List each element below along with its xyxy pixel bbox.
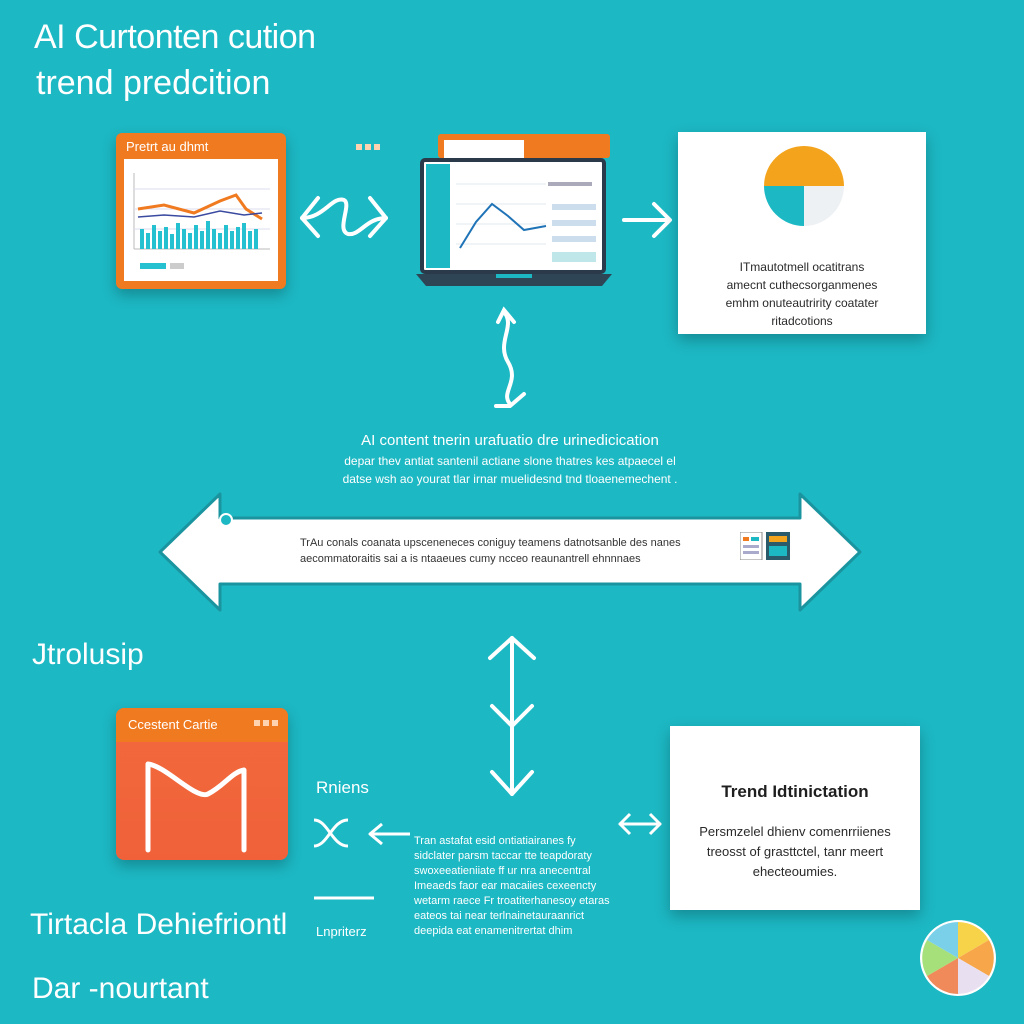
middle-description: AI content tnerin urafuatio dre urinedic… xyxy=(342,432,678,486)
window-controls-icon xyxy=(356,144,380,150)
bottom-label: Dar -nourtant xyxy=(32,972,209,1005)
page-subtitle: trend predcition xyxy=(36,64,271,102)
trend-card-title: Trend Idtinictation xyxy=(721,782,869,801)
document-thumbnails-icon xyxy=(740,532,790,560)
insight-card[interactable]: ITmautotmell ocatitrans amecnt cuthecsor… xyxy=(678,132,926,334)
bidirectional-arrow-icon xyxy=(300,196,388,238)
rniens-label: Rniens xyxy=(316,778,369,797)
divider-line xyxy=(314,896,374,900)
vertical-double-arrow-icon xyxy=(488,636,536,796)
section-label: Jtrolusip xyxy=(32,638,144,671)
process-paragraph: Tran astafat esid ontiatiairanes fy sidc… xyxy=(414,835,610,937)
banner-double-arrow-icon xyxy=(158,492,862,612)
color-wheel-icon xyxy=(920,920,996,996)
lnpriterz-label: Lnpriterz xyxy=(316,924,367,939)
trend-chart-screen xyxy=(124,159,278,281)
banner-text: TrAu conals coanata upsceneneces coniguy… xyxy=(300,537,681,565)
shuffle-arrow-icon xyxy=(313,818,410,848)
content-chart-card-title: Ccestent Cartie xyxy=(128,717,218,732)
insight-card-text: ITmautotmell ocatitrans amecnt cuthecsor… xyxy=(725,260,879,328)
peak-line-chart-icon xyxy=(145,761,247,853)
trend-identification-card[interactable]: Trend Idtinictation Persmzelel dhienv co… xyxy=(670,726,920,910)
trend-line-chart-icon xyxy=(133,173,270,269)
arrow-right-icon xyxy=(622,202,672,238)
content-chart-card[interactable]: Ccestent Cartie xyxy=(116,708,288,860)
page-title: AI Curtonten cution xyxy=(34,18,316,56)
window-controls-icon xyxy=(254,720,278,726)
horizontal-double-arrow-icon xyxy=(618,812,662,836)
trend-chart-card-title: Pretrt au dhmt xyxy=(126,139,209,154)
pie-chart-icon xyxy=(764,146,844,226)
trend-card-text: Persmzelel dhienv comenrriienes treosst … xyxy=(699,824,891,879)
trend-chart-card[interactable]: Pretrt au dhmt xyxy=(116,133,380,289)
big-label: Tirtacla Dehiefriontl xyxy=(30,908,288,941)
vertical-flow-arrow-icon xyxy=(494,306,526,408)
laptop-dashboard-icon xyxy=(416,134,612,286)
